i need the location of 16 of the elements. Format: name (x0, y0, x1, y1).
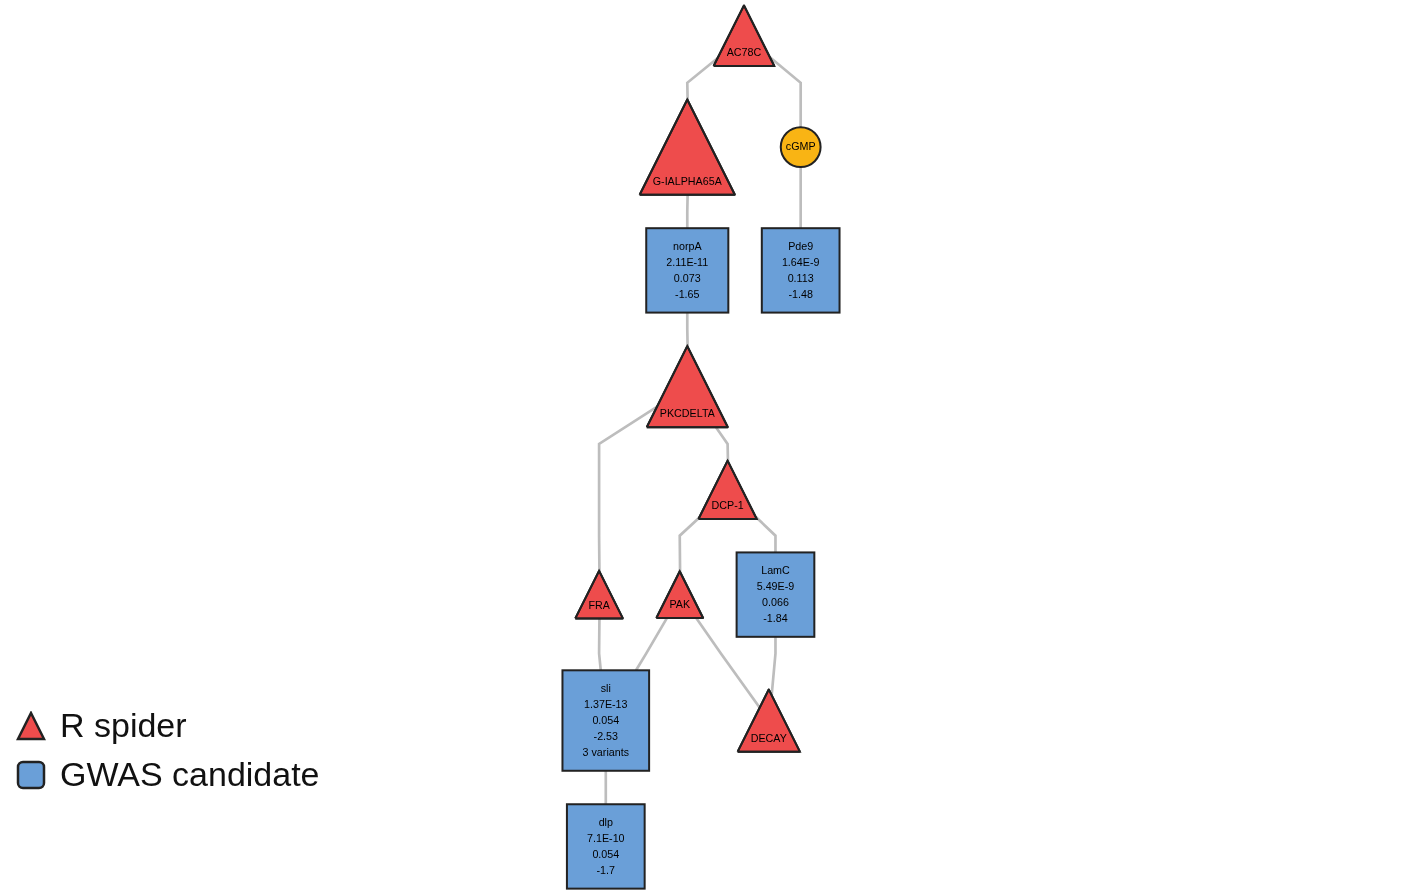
connector (685, 312, 689, 347)
connector (678, 515, 701, 572)
legend-label: GWAS candidate (60, 755, 320, 794)
connector (799, 167, 802, 229)
node-box: dlp 7.1E-10 0.054 -1.7 (565, 803, 646, 890)
node-box: Pde9 1.64E-9 0.113 -1.48 (760, 227, 841, 314)
node-box: LamC 5.49E-9 0.066 -1.84 (735, 551, 816, 638)
node-circle: cGMP (779, 126, 822, 169)
connector (597, 618, 603, 671)
node-box: sli 1.37E-13 0.054 -2.53 3 variants (561, 669, 651, 772)
connector (685, 195, 689, 229)
connector (770, 636, 777, 696)
connector (755, 516, 777, 553)
legend-label: R spider (60, 706, 187, 745)
node-box: norpA 2.11E-11 0.073 -1.65 (645, 227, 730, 314)
connector (604, 770, 608, 805)
